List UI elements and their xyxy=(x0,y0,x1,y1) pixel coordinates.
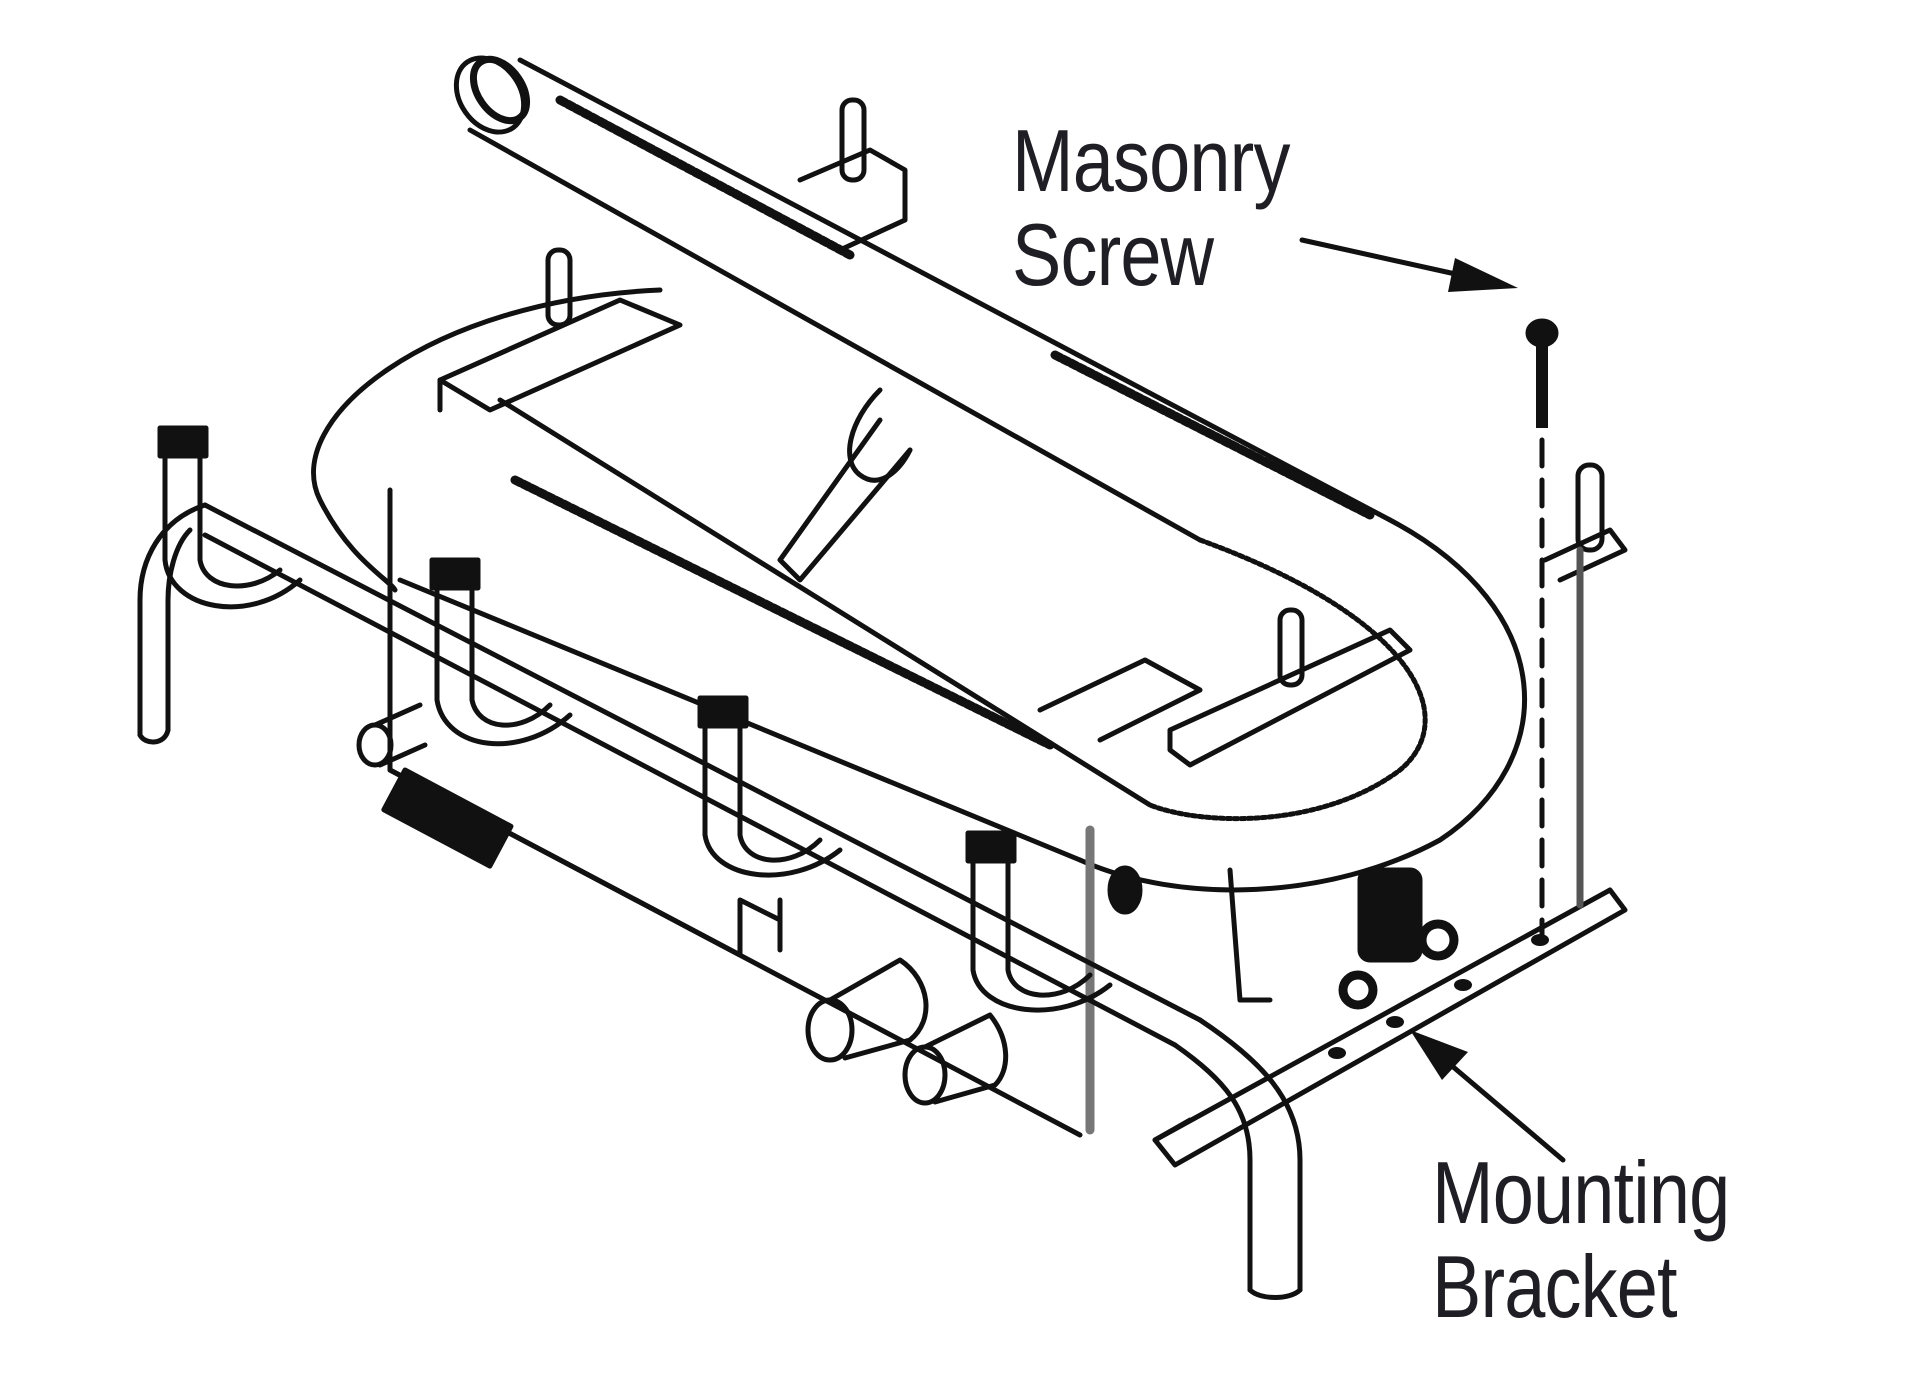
j-hook xyxy=(429,557,573,747)
j-hook xyxy=(965,830,1113,1013)
burner-base-box xyxy=(381,487,1459,1138)
pilot-assembly xyxy=(1338,867,1459,1010)
masonry-screw xyxy=(1525,318,1559,938)
mounting-bracket xyxy=(1152,527,1628,1168)
callout-arrow-bracket xyxy=(1410,1030,1566,1163)
log-posts xyxy=(545,97,1605,688)
masonry-screw-label: Masonry Screw xyxy=(1012,114,1290,302)
mounting-bracket-label-line-1: Mounting xyxy=(1432,1143,1730,1242)
burner-tube-upper xyxy=(453,55,1393,543)
callout-arrow-masonry xyxy=(1299,237,1518,292)
masonry-screw-label-line-1: Masonry xyxy=(1012,111,1290,210)
j-hook xyxy=(157,425,303,610)
masonry-screw-label-line-2: Screw xyxy=(1012,205,1214,304)
mounting-bracket-label: Mounting Bracket xyxy=(1432,1143,1730,1336)
burner-pan xyxy=(437,297,1413,768)
j-hook xyxy=(697,695,843,953)
grate xyxy=(137,425,1303,1300)
embossed-logo xyxy=(381,767,514,869)
mounting-bracket-label-line-2: Bracket xyxy=(1432,1237,1678,1336)
gas-inlets xyxy=(356,702,1009,1106)
bracket-holes xyxy=(1328,934,1549,1059)
